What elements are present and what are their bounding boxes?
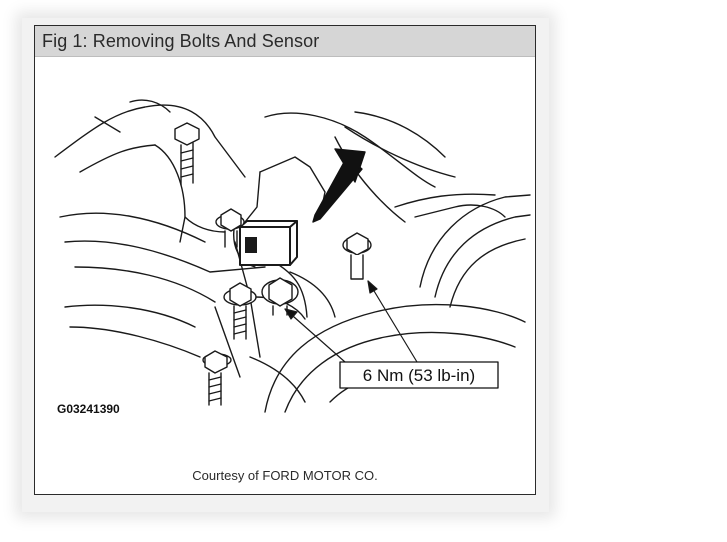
engine-diagram: 6 Nm (53 lb-in) xyxy=(54,99,531,413)
figure-title-bar: Fig 1: Removing Bolts And Sensor xyxy=(35,26,535,57)
figure-title: Fig 1: Removing Bolts And Sensor xyxy=(42,31,320,51)
torque-callout: 6 Nm (53 lb-in) xyxy=(339,361,499,389)
figure-code: G03241390 xyxy=(57,402,120,416)
sensor-pointer-arrow xyxy=(312,148,366,223)
bolt-lower-left xyxy=(202,350,232,406)
figure-panel: Fig 1: Removing Bolts And Sensor xyxy=(34,25,536,495)
pulley-housing xyxy=(264,194,531,413)
bolt-right-torque xyxy=(342,232,372,280)
engine-housing-lines xyxy=(54,99,506,403)
bolt-center-top xyxy=(215,208,245,248)
torque-callout-text: 6 Nm (53 lb-in) xyxy=(363,366,475,385)
bolt-center-torque xyxy=(261,277,299,316)
bolt-left-long xyxy=(223,282,257,340)
courtesy-credit: Courtesy of FORD MOTOR CO. xyxy=(192,468,378,483)
bolt-upper-left xyxy=(174,122,200,186)
sensor-assembly xyxy=(233,156,326,268)
torque-leader-lines xyxy=(284,280,418,363)
